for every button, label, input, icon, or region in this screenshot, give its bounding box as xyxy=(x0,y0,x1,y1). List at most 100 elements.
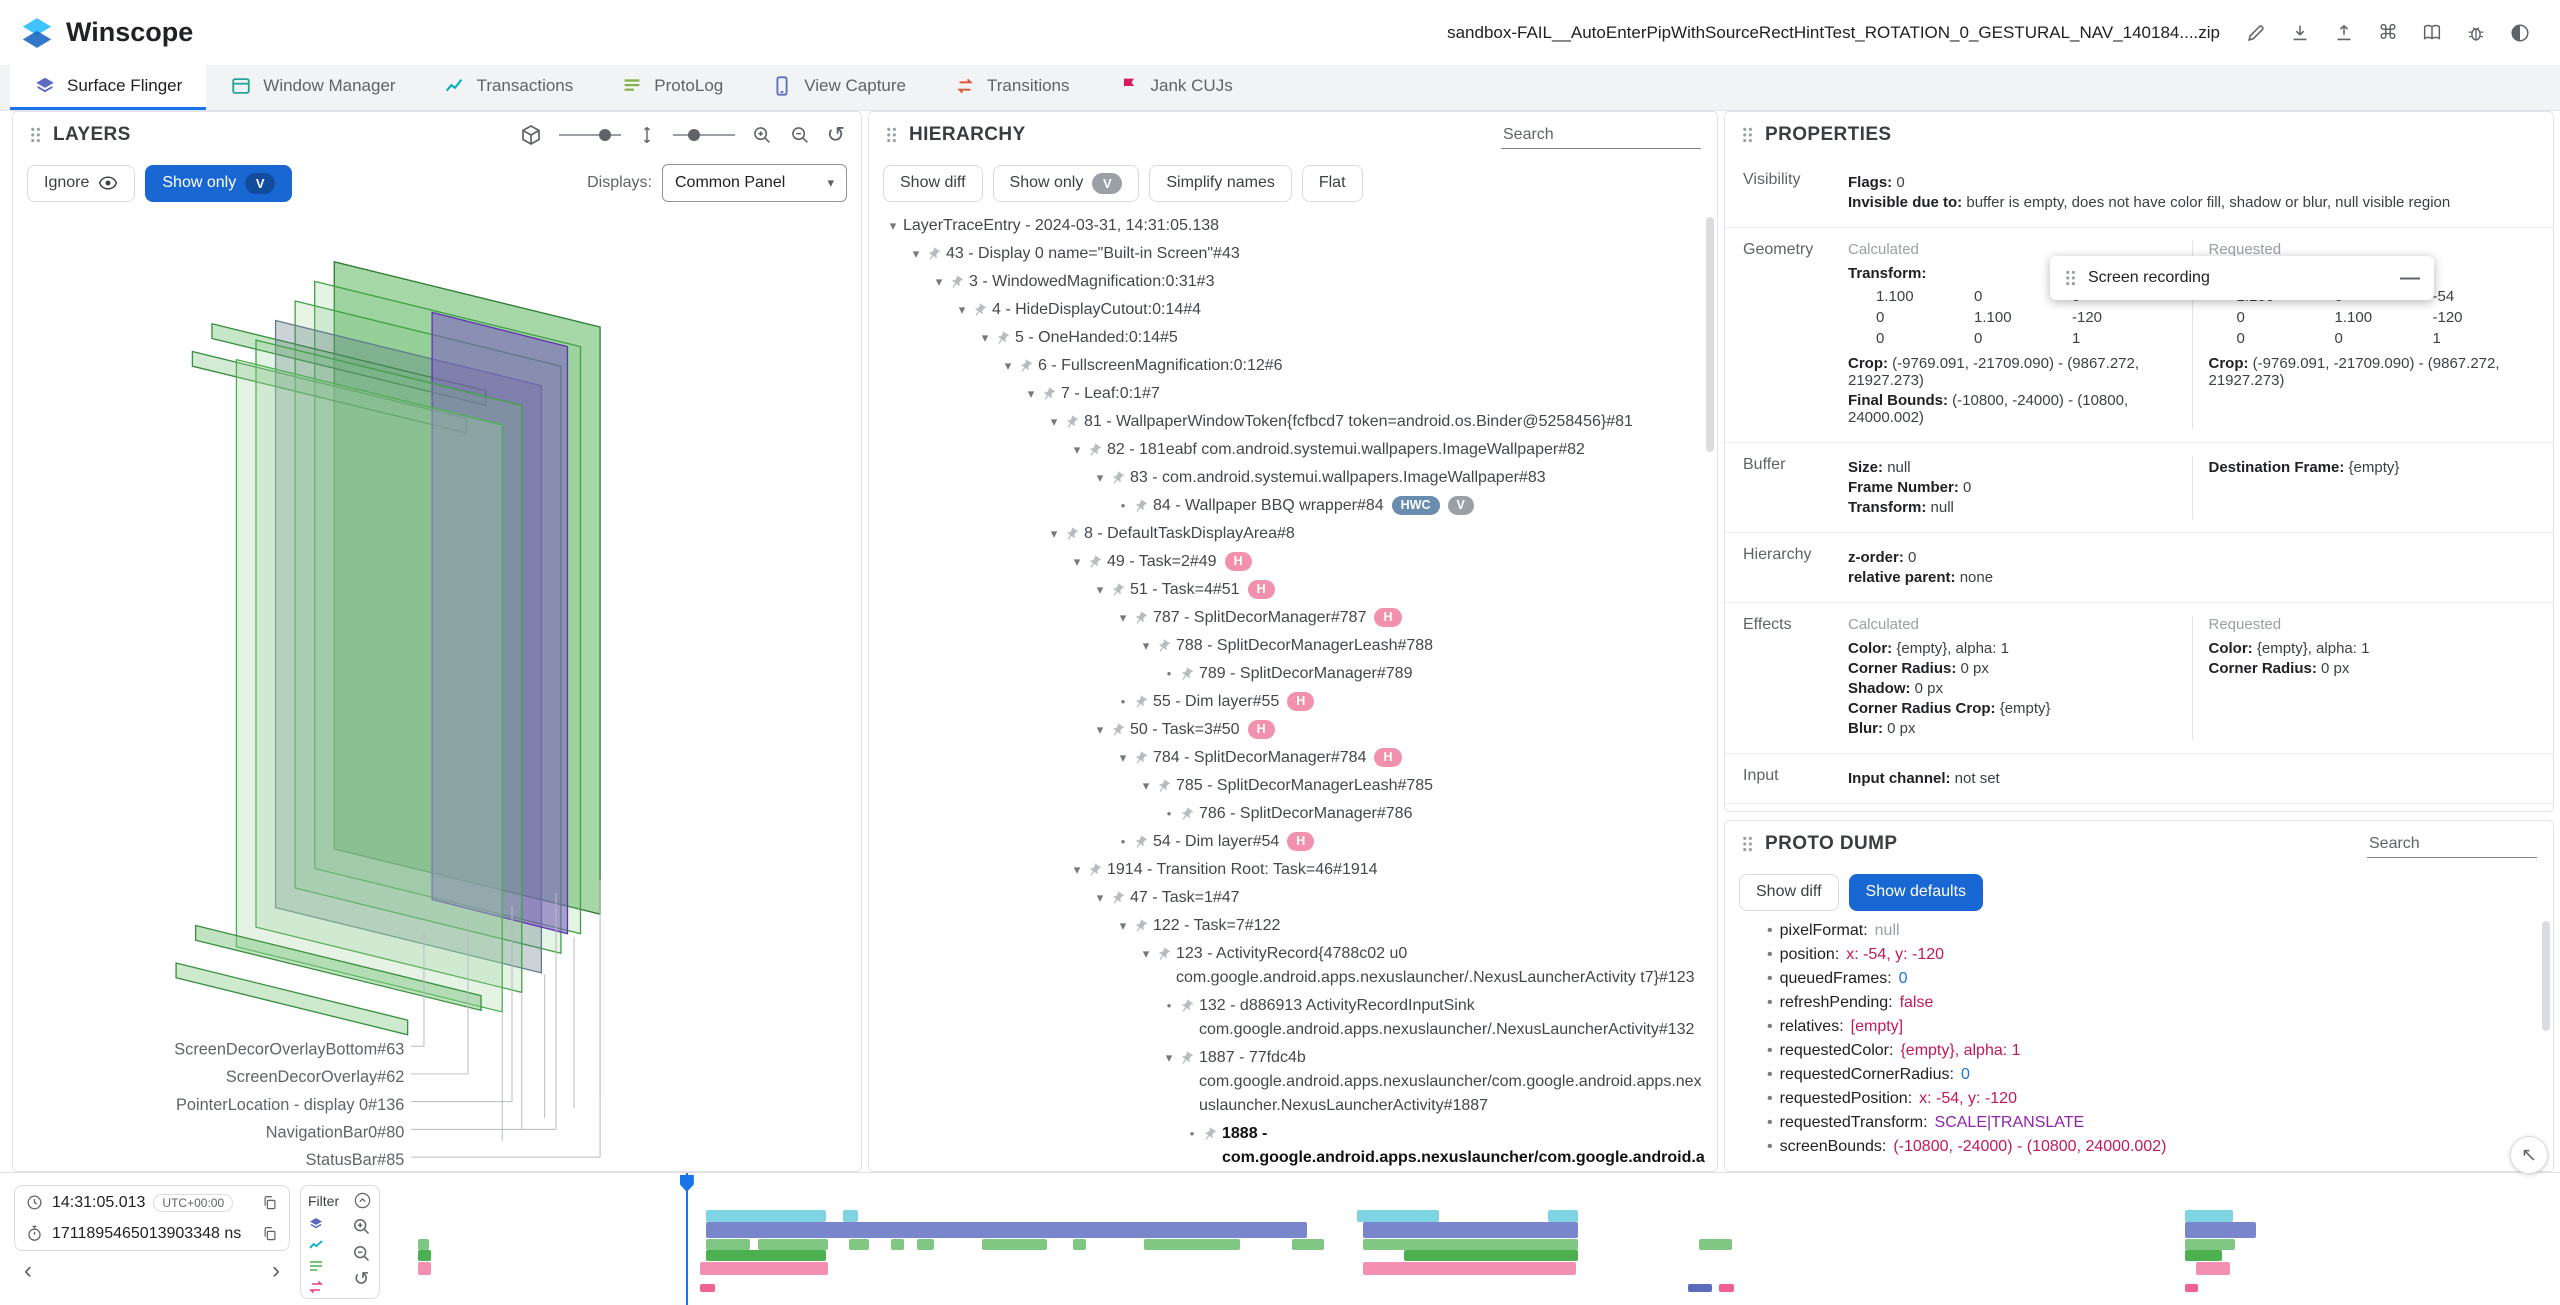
timeline-canvas[interactable] xyxy=(392,1173,2560,1305)
pin-icon[interactable] xyxy=(1130,692,1151,713)
pin-icon[interactable] xyxy=(923,244,944,265)
download-traces-button[interactable] xyxy=(2280,13,2320,53)
layer-rect[interactable] xyxy=(175,962,409,1036)
reset-view-button[interactable]: ↺ xyxy=(827,124,845,146)
pin-icon[interactable] xyxy=(1130,832,1151,853)
tree-node[interactable]: ▾122 - Task=7#122 xyxy=(875,912,1711,940)
expand-arrow-icon[interactable]: ▾ xyxy=(1142,638,1150,653)
trace-segment[interactable] xyxy=(2184,1250,2222,1261)
displays-select[interactable]: Common Panel ▾ xyxy=(662,164,847,202)
trace-segment[interactable] xyxy=(890,1239,904,1250)
expand-arrow-icon[interactable]: ▾ xyxy=(1050,414,1058,429)
trace-segment[interactable] xyxy=(916,1239,934,1250)
pin-icon[interactable] xyxy=(1176,1048,1197,1069)
tree-node[interactable]: ▾LayerTraceEntry - 2024-03-31, 14:31:05.… xyxy=(875,212,1711,240)
pin-icon[interactable] xyxy=(1130,748,1151,769)
show-diff-button[interactable]: Show diff xyxy=(1739,873,1839,911)
expand-arrow-icon[interactable]: ▾ xyxy=(1004,358,1012,373)
tree-node[interactable]: ▾83 - com.android.systemui.wallpapers.Im… xyxy=(875,464,1711,492)
dark-mode-toggle[interactable] xyxy=(2500,13,2540,53)
screen-recording-window[interactable]: Screen recording — xyxy=(2050,256,2434,300)
tree-node[interactable]: ▾5 - OneHanded:0:14#5 xyxy=(875,324,1711,352)
pin-icon[interactable] xyxy=(992,328,1013,349)
expand-arrow-icon[interactable]: ▾ xyxy=(1119,610,1127,625)
trace-segment[interactable] xyxy=(2184,1210,2233,1222)
drag-indicator-icon[interactable] xyxy=(2064,269,2076,287)
tree-node[interactable]: •1888 - com.google.android.apps.nexuslau… xyxy=(875,1120,1711,1171)
tab-jank-cujs[interactable]: Jank CUJs xyxy=(1094,65,1257,110)
expand-arrow-icon[interactable]: ▾ xyxy=(1050,526,1058,541)
proto-row[interactable]: •requestedPosition:x: -54, y: -120 xyxy=(1725,1087,2553,1111)
collapse-filter-button[interactable] xyxy=(353,1191,372,1210)
proto-row[interactable]: •requestedCornerRadius:0 xyxy=(1725,1063,2553,1087)
show-diff-button[interactable]: Show diff xyxy=(883,164,983,202)
proto-row[interactable]: •position:x: -54, y: -120 xyxy=(1725,943,2553,967)
pin-icon[interactable] xyxy=(1176,996,1197,1017)
show-only-v-button[interactable]: Show only V xyxy=(992,164,1140,202)
timeline-row-green[interactable] xyxy=(392,1250,2560,1261)
timeline-row-marks[interactable] xyxy=(392,1284,2560,1292)
timeline-row-indigo[interactable] xyxy=(392,1222,2560,1238)
zoom-out-icon[interactable] xyxy=(351,1243,372,1264)
tree-node[interactable]: ▾6 - FullscreenMagnification:0:12#6 xyxy=(875,352,1711,380)
next-entry-button[interactable]: › xyxy=(262,1257,290,1285)
trace-segment[interactable] xyxy=(1356,1210,1440,1222)
tab-view-capture[interactable]: View Capture xyxy=(747,65,930,110)
zoom-out-button[interactable] xyxy=(789,124,811,146)
layer-rect[interactable] xyxy=(235,358,503,1013)
trace-segment[interactable] xyxy=(1144,1239,1240,1250)
trace-segment[interactable] xyxy=(2184,1222,2257,1238)
layer-label[interactable]: StatusBar#85 xyxy=(306,1151,405,1169)
trace-segment[interactable] xyxy=(706,1222,1307,1238)
show-defaults-button[interactable]: Show defaults xyxy=(1848,873,1984,911)
trace-segment[interactable] xyxy=(2184,1284,2198,1292)
trace-segment[interactable] xyxy=(418,1250,432,1261)
trace-segment[interactable] xyxy=(1547,1210,1578,1222)
trace-segment[interactable] xyxy=(706,1210,826,1222)
trace-segment[interactable] xyxy=(1699,1239,1732,1250)
proto-row[interactable]: •relatives:[empty] xyxy=(1725,1015,2553,1039)
ignore-button[interactable]: Ignore xyxy=(27,164,136,202)
flat-button[interactable]: Flat xyxy=(1301,164,1363,202)
tree-node[interactable]: ▾788 - SplitDecorManagerLeash#788 xyxy=(875,632,1711,660)
tree-node[interactable]: ▾1887 - 77fdc4b com.google.android.apps.… xyxy=(875,1044,1711,1120)
tab-transitions[interactable]: Transitions xyxy=(930,65,1094,110)
expand-arrow-icon[interactable]: ▾ xyxy=(1142,946,1150,961)
copy-time-button[interactable] xyxy=(261,1194,279,1212)
trace-segment[interactable] xyxy=(699,1284,716,1292)
trace-segment[interactable] xyxy=(1363,1239,1578,1250)
hierarchy-scrollbar[interactable] xyxy=(1706,217,1714,452)
tree-node[interactable]: ▾81 - WallpaperWindowToken{fcfbcd7 token… xyxy=(875,408,1711,436)
pin-icon[interactable] xyxy=(1130,608,1151,629)
trace-segment[interactable] xyxy=(1404,1250,1578,1261)
zoom-in-button[interactable] xyxy=(751,124,773,146)
expand-arrow-icon[interactable]: ▾ xyxy=(1073,442,1081,457)
expand-arrow-icon[interactable]: ▾ xyxy=(1119,750,1127,765)
expand-timeline-button[interactable]: ↖ xyxy=(2510,1136,2548,1174)
expand-arrow-icon[interactable]: ▾ xyxy=(1027,386,1035,401)
trace-segment[interactable] xyxy=(418,1239,429,1250)
expand-arrow-icon[interactable]: ▾ xyxy=(1096,470,1104,485)
zoom-in-icon[interactable] xyxy=(351,1216,372,1237)
expand-arrow-icon[interactable]: ▾ xyxy=(1073,554,1081,569)
pin-icon[interactable] xyxy=(1153,776,1174,797)
drag-indicator-icon[interactable] xyxy=(29,126,41,144)
pin-icon[interactable] xyxy=(1199,1124,1220,1145)
expand-arrow-icon[interactable]: ▾ xyxy=(981,330,989,345)
report-bug-button[interactable] xyxy=(2456,13,2496,53)
tree-node[interactable]: ▾4 - HideDisplayCutout:0:14#4 xyxy=(875,296,1711,324)
copy-ns-button[interactable] xyxy=(261,1225,279,1243)
upload-traces-button[interactable] xyxy=(2324,13,2364,53)
pin-icon[interactable] xyxy=(1107,468,1128,489)
trace-segment[interactable] xyxy=(842,1210,859,1222)
trace-segment[interactable] xyxy=(418,1262,432,1275)
transitions-trace-icon[interactable] xyxy=(308,1279,324,1295)
tree-node[interactable]: ▾8 - DefaultTaskDisplayArea#8 xyxy=(875,520,1711,548)
timeline-cursor[interactable] xyxy=(685,1173,688,1305)
pin-icon[interactable] xyxy=(1107,888,1128,909)
expand-arrow-icon[interactable]: ▾ xyxy=(935,274,943,289)
edit-trace-button[interactable] xyxy=(2236,13,2276,53)
